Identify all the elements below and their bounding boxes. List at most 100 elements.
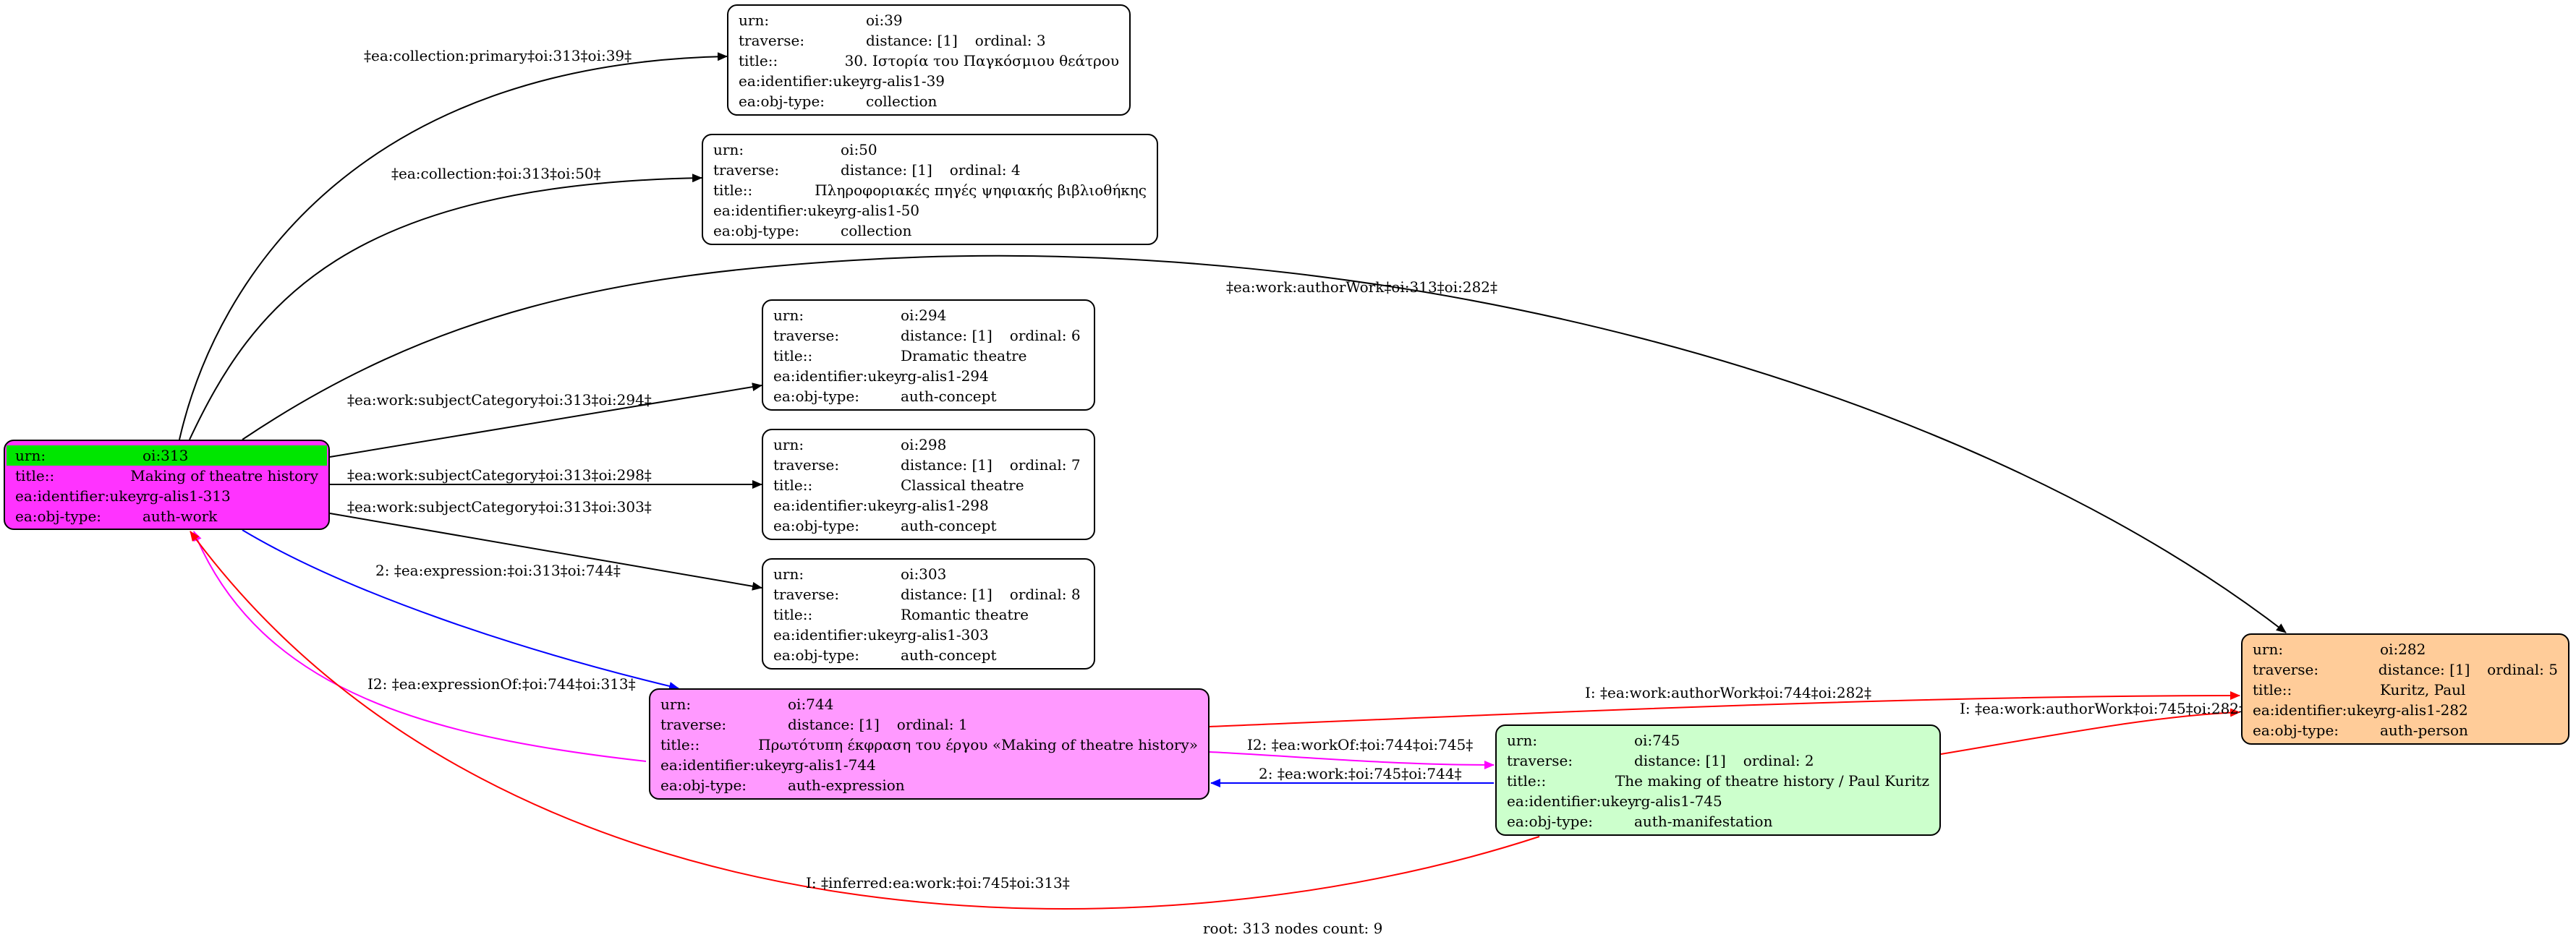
field-value: oi:313 — [143, 447, 189, 464]
field-value: rg-alis1-745 — [1634, 792, 1722, 810]
field-value: Romantic theatre — [901, 606, 1029, 623]
field-value: Dramatic theatre — [901, 347, 1027, 364]
field-value: collection — [866, 93, 938, 110]
field-value: ordinal: 3 — [974, 32, 1046, 49]
field-value: distance: [1] — [1634, 752, 1726, 769]
node-row-traverse: traverse: distance: [1] ordinal: 2 — [1507, 751, 1929, 771]
edge-745-313 — [190, 531, 1540, 910]
field-key: urn: — [773, 307, 804, 324]
field-key: ea:obj-type: — [773, 646, 860, 664]
node-row-urn: urn:oi:313 — [7, 445, 327, 466]
field-value: collection — [841, 222, 912, 239]
field-value: rg-alis1-313 — [143, 487, 231, 505]
field-key: ea:identifier:ukey — [2253, 701, 2382, 719]
field-key: ea:identifier:ukey — [773, 497, 903, 514]
field-value: Πληροφοριακές πηγές ψηφιακής βιβλιοθήκης — [815, 181, 1147, 199]
node-oi-744[interactable]: urn:oi:744 traverse:distance: [1]ordinal… — [649, 688, 1210, 800]
edge-label-745-313: I: ‡inferred:ea:work:‡oi:745‡oi:313‡ — [806, 874, 1070, 891]
node-row-traverse: traverse:distance: [1]ordinal: 5 — [2253, 659, 2558, 680]
graph-footer: root: 313 nodes count: 9 — [1203, 920, 1383, 937]
field-key: traverse: — [713, 161, 780, 179]
node-row-type: ea:obj-type:auth-person — [2253, 720, 2558, 740]
edge-744-745 — [1209, 751, 1495, 769]
edge-label-313-282: ‡ea:work:authorWork‡oi:313‡oi:282‡ — [1226, 278, 1498, 296]
field-value: ordinal: 2 — [1743, 752, 1814, 769]
field-value: distance: [1] — [901, 456, 992, 474]
field-key: traverse: — [773, 327, 840, 344]
node-oi-294[interactable]: urn:oi:294 traverse:distance: [1]ordinal… — [762, 299, 1095, 411]
field-value: auth-concept — [901, 646, 997, 664]
field-key: title:: — [739, 52, 778, 69]
field-key: ea:identifier:ukey — [773, 626, 903, 643]
field-value: auth-work — [143, 508, 218, 525]
node-oi-282[interactable]: urn:oi:282 traverse:distance: [1]ordinal… — [2241, 633, 2569, 745]
node-oi-298[interactable]: urn:oi:298 traverse:distance: [1]ordinal… — [762, 429, 1095, 540]
field-value: Making of theatre history — [130, 467, 318, 484]
edge-313-294 — [329, 382, 762, 458]
edge-744-313 — [193, 531, 647, 762]
node-oi-39[interactable]: urn:oi:39 traverse:distance: [1]ordinal:… — [727, 4, 1131, 116]
field-key: traverse: — [1507, 752, 1573, 769]
node-oi-313[interactable]: urn:oi:313 title::Making of theatre hist… — [4, 440, 330, 530]
node-row-urn: urn:oi:745 — [1507, 730, 1929, 751]
edge-label-313-39: ‡ea:collection:primary‡oi:313‡oi:39‡ — [364, 47, 632, 64]
field-value: rg-alis1-294 — [901, 367, 989, 385]
field-value: distance: [1] — [841, 161, 932, 179]
field-value: distance: [1] — [901, 586, 992, 603]
node-row-title: title::Kuritz, Paul — [2253, 680, 2558, 700]
field-key: ea:identifier:ukey — [1507, 792, 1636, 810]
node-row-title: title::30. Ιστορία του Παγκόσμιου θεάτρο… — [739, 51, 1119, 71]
node-row-urn: urn:oi:298 — [773, 435, 1084, 455]
field-value: rg-alis1-303 — [901, 626, 989, 643]
field-value: distance: [1] — [788, 716, 880, 733]
field-key: urn: — [773, 565, 804, 583]
field-value: oi:303 — [901, 565, 947, 583]
node-row-title: title::Making of theatre history — [15, 466, 318, 486]
field-value: distance: [1] — [866, 32, 958, 49]
field-value: auth-person — [2380, 722, 2468, 739]
field-key: title:: — [660, 736, 700, 753]
field-key: urn: — [739, 12, 770, 29]
field-value: oi:50 — [841, 141, 877, 158]
field-value: auth-concept — [901, 388, 997, 405]
field-value: oi:39 — [866, 12, 903, 29]
node-oi-745[interactable]: urn:oi:745 traverse: distance: [1] ordinal… — [1495, 724, 1941, 836]
field-key: ea:obj-type: — [773, 517, 860, 534]
field-value: Kuritz, Paul — [2380, 681, 2466, 698]
field-key: traverse: — [660, 716, 727, 733]
field-key: ea:identifier:ukey — [739, 72, 868, 90]
node-row-type: ea:obj-type:auth-concept — [773, 516, 1084, 536]
node-row-urn: urn: oi:303 — [773, 564, 1084, 584]
field-value: rg-alis1-298 — [901, 497, 989, 514]
edge-label-313-298: ‡ea:work:subjectCategory‡oi:313‡oi:298‡ — [347, 466, 652, 484]
node-row-type: ea:obj-type:auth-work — [15, 506, 318, 526]
node-oi-303[interactable]: urn:oi:303 traverse:distance: [1]ordinal… — [762, 558, 1095, 670]
field-key: title:: — [773, 476, 813, 494]
field-key: ea:identifier:ukey — [773, 367, 903, 385]
edge-label-744-282: I: ‡ea:work:authorWork‡oi:744‡oi:282‡ — [1585, 684, 1872, 701]
node-row-urn: urn:oi:50 — [713, 140, 1147, 160]
node-row-type: ea:obj-type: auth-concept — [773, 645, 1084, 665]
field-value: 30. Ιστορία του Παγκόσμιου θεάτρου — [844, 52, 1119, 69]
field-value: distance: [1] — [2378, 661, 2470, 678]
node-row-traverse: traverse:distance: [1]ordinal: 8 — [773, 584, 1084, 604]
field-key: ea:identifier:ukey — [660, 756, 790, 774]
field-value: ordinal: 5 — [2487, 661, 2558, 678]
node-row-urn: urn:oi:282 — [2253, 639, 2558, 659]
edge-313-50 — [189, 174, 702, 440]
field-key: traverse: — [773, 456, 840, 474]
node-row-title: title::Classical theatre — [773, 475, 1084, 495]
field-value: oi:298 — [901, 436, 947, 453]
field-key: title:: — [2253, 681, 2292, 698]
field-value: Classical theatre — [901, 476, 1024, 494]
field-value: ordinal: 1 — [896, 716, 968, 733]
node-oi-50[interactable]: urn:oi:50 traverse:distance: [1]ordinal:… — [702, 134, 1158, 245]
edge-313-744 — [242, 529, 679, 690]
field-key: traverse: — [773, 586, 840, 603]
node-row-type: ea:obj-type:auth-manifestation — [1507, 811, 1929, 831]
edge-745-282 — [1940, 708, 2240, 755]
